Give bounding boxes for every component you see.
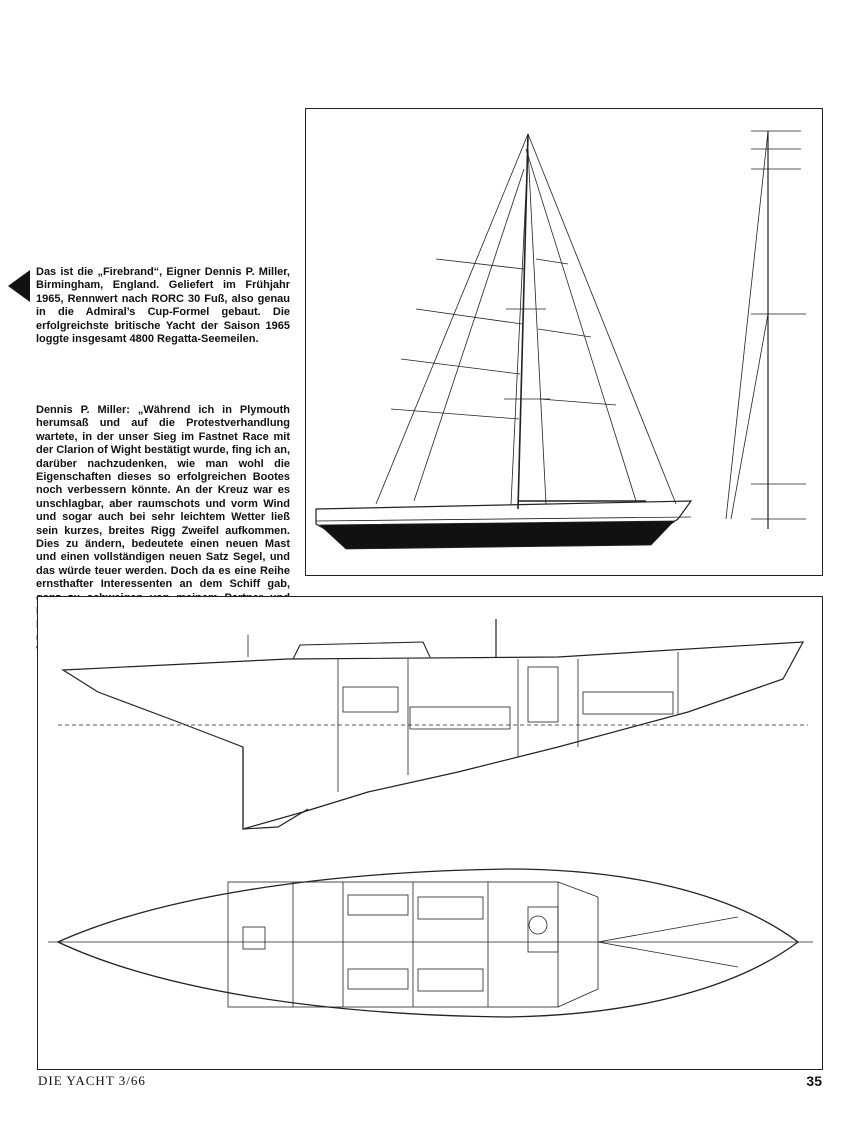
caption-firebrand: Das ist die „Firebrand“, Eigner Dennis P… [36,266,290,346]
pointer-arrow-icon [8,270,30,302]
interior-plan-drawing [37,596,823,1070]
interior-plan-svg [48,619,813,1018]
footer-magazine-issue: DIE YACHT 3/66 [38,1073,146,1088]
sail-plan-drawing [305,108,823,576]
footer-page-number: 35 [806,1073,822,1089]
sail-plan-svg [315,130,806,550]
